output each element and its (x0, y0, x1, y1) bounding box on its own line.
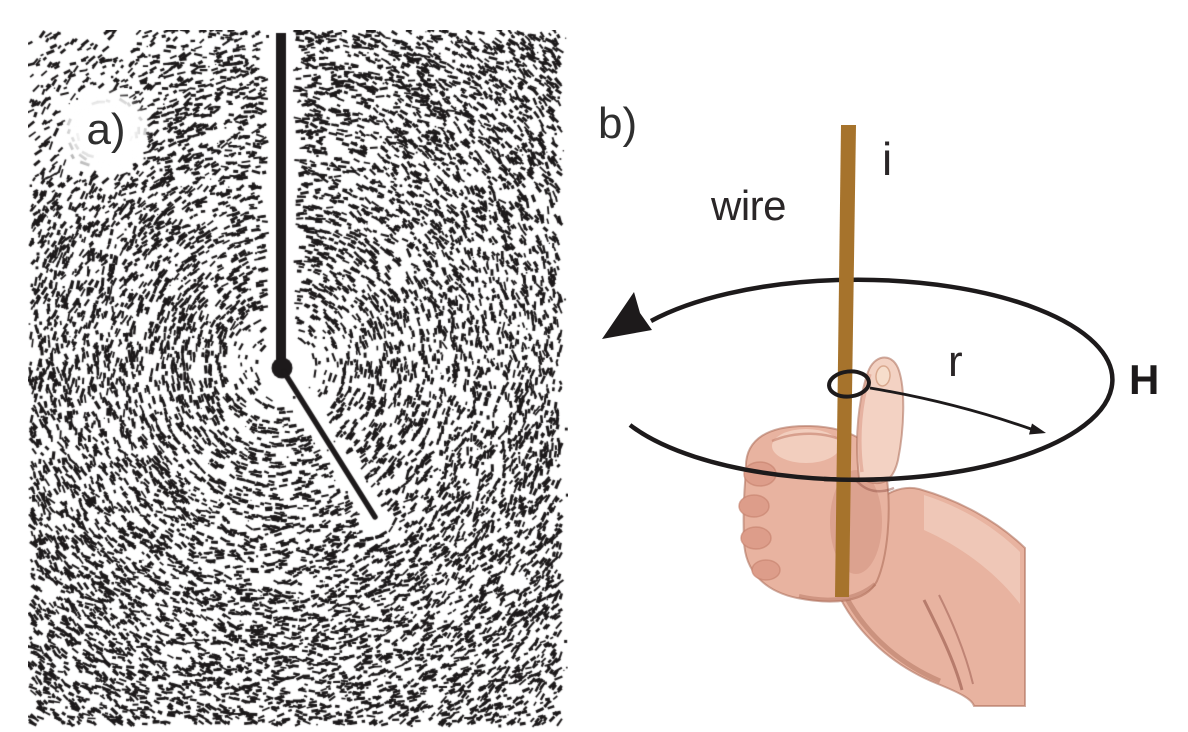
wrist-crease-2 (938, 594, 974, 685)
radius-arrow (869, 386, 1032, 431)
thumb-base-crease (855, 479, 895, 493)
panel-a-label: a) (60, 88, 152, 172)
thumbnail (875, 365, 891, 387)
field-loop-front-arc (823, 476, 891, 483)
right-hand-photo (738, 356, 1026, 707)
curled-index-finger (772, 429, 840, 463)
radius-arrowhead (1029, 423, 1046, 435)
field-direction-arrowhead (602, 292, 652, 339)
field-loop-arc (628, 277, 1115, 482)
right-hand-rule-diagram (602, 125, 1115, 707)
field-label: H (1129, 356, 1160, 403)
knuckle-4 (751, 559, 781, 581)
panel-a-label-text: a) (86, 105, 126, 154)
current-label: i (882, 133, 893, 185)
knuckle-3 (740, 526, 772, 550)
fist-bottom-shadow (798, 582, 877, 602)
radius-label: r (948, 337, 963, 386)
knuckle-2 (738, 494, 770, 518)
wire-label: wire (711, 182, 787, 229)
wrist-crease (922, 599, 964, 691)
wire-ring (827, 369, 871, 399)
panel-b-label: b) (598, 99, 638, 148)
forearm-highlight (924, 495, 1020, 604)
